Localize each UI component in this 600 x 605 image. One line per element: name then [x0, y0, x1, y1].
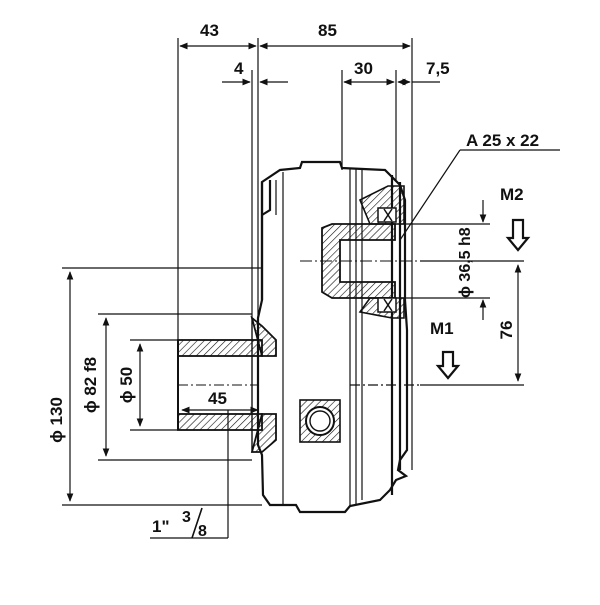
- dim-30-label: 30: [354, 59, 373, 78]
- dim-4-label: 4: [234, 59, 244, 78]
- thread-numerator: 3: [182, 509, 191, 526]
- flange-130-label: ϕ 130: [47, 397, 66, 443]
- housing-inner-lines: [275, 168, 363, 505]
- motor-m2-label: M2: [500, 185, 524, 204]
- dim-7-5-label: 7,5: [426, 59, 450, 78]
- drain-plug: [299, 399, 341, 443]
- dim-43-label: 43: [200, 21, 219, 40]
- m1-down-arrow-icon: [435, 350, 461, 380]
- bore-50-label: ϕ 50: [117, 367, 136, 403]
- keyway-label: A 25 x 22: [466, 131, 539, 150]
- right-dimension-lines: [350, 149, 560, 386]
- m2-down-arrow-icon: [505, 218, 531, 252]
- thread-denominator: 8: [198, 523, 207, 540]
- top-dimension-lines: [177, 38, 440, 470]
- motor-m1-label: M1: [430, 319, 454, 338]
- shaft-bore-label: ϕ 36,5 h8: [457, 227, 474, 298]
- thread-size-label: 1" 3 8: [152, 507, 207, 540]
- motor-arrows: [435, 218, 531, 380]
- input-sleeve: [177, 315, 277, 453]
- offset-76-label: 76: [497, 321, 516, 340]
- spigot-82-label: ϕ 82 f8: [81, 357, 100, 413]
- length-45-label: 45: [208, 389, 227, 408]
- dim-85-label: 85: [318, 21, 337, 40]
- thread-whole: 1": [152, 517, 170, 536]
- left-dimension-lines: [62, 267, 262, 539]
- output-bore: [300, 185, 420, 319]
